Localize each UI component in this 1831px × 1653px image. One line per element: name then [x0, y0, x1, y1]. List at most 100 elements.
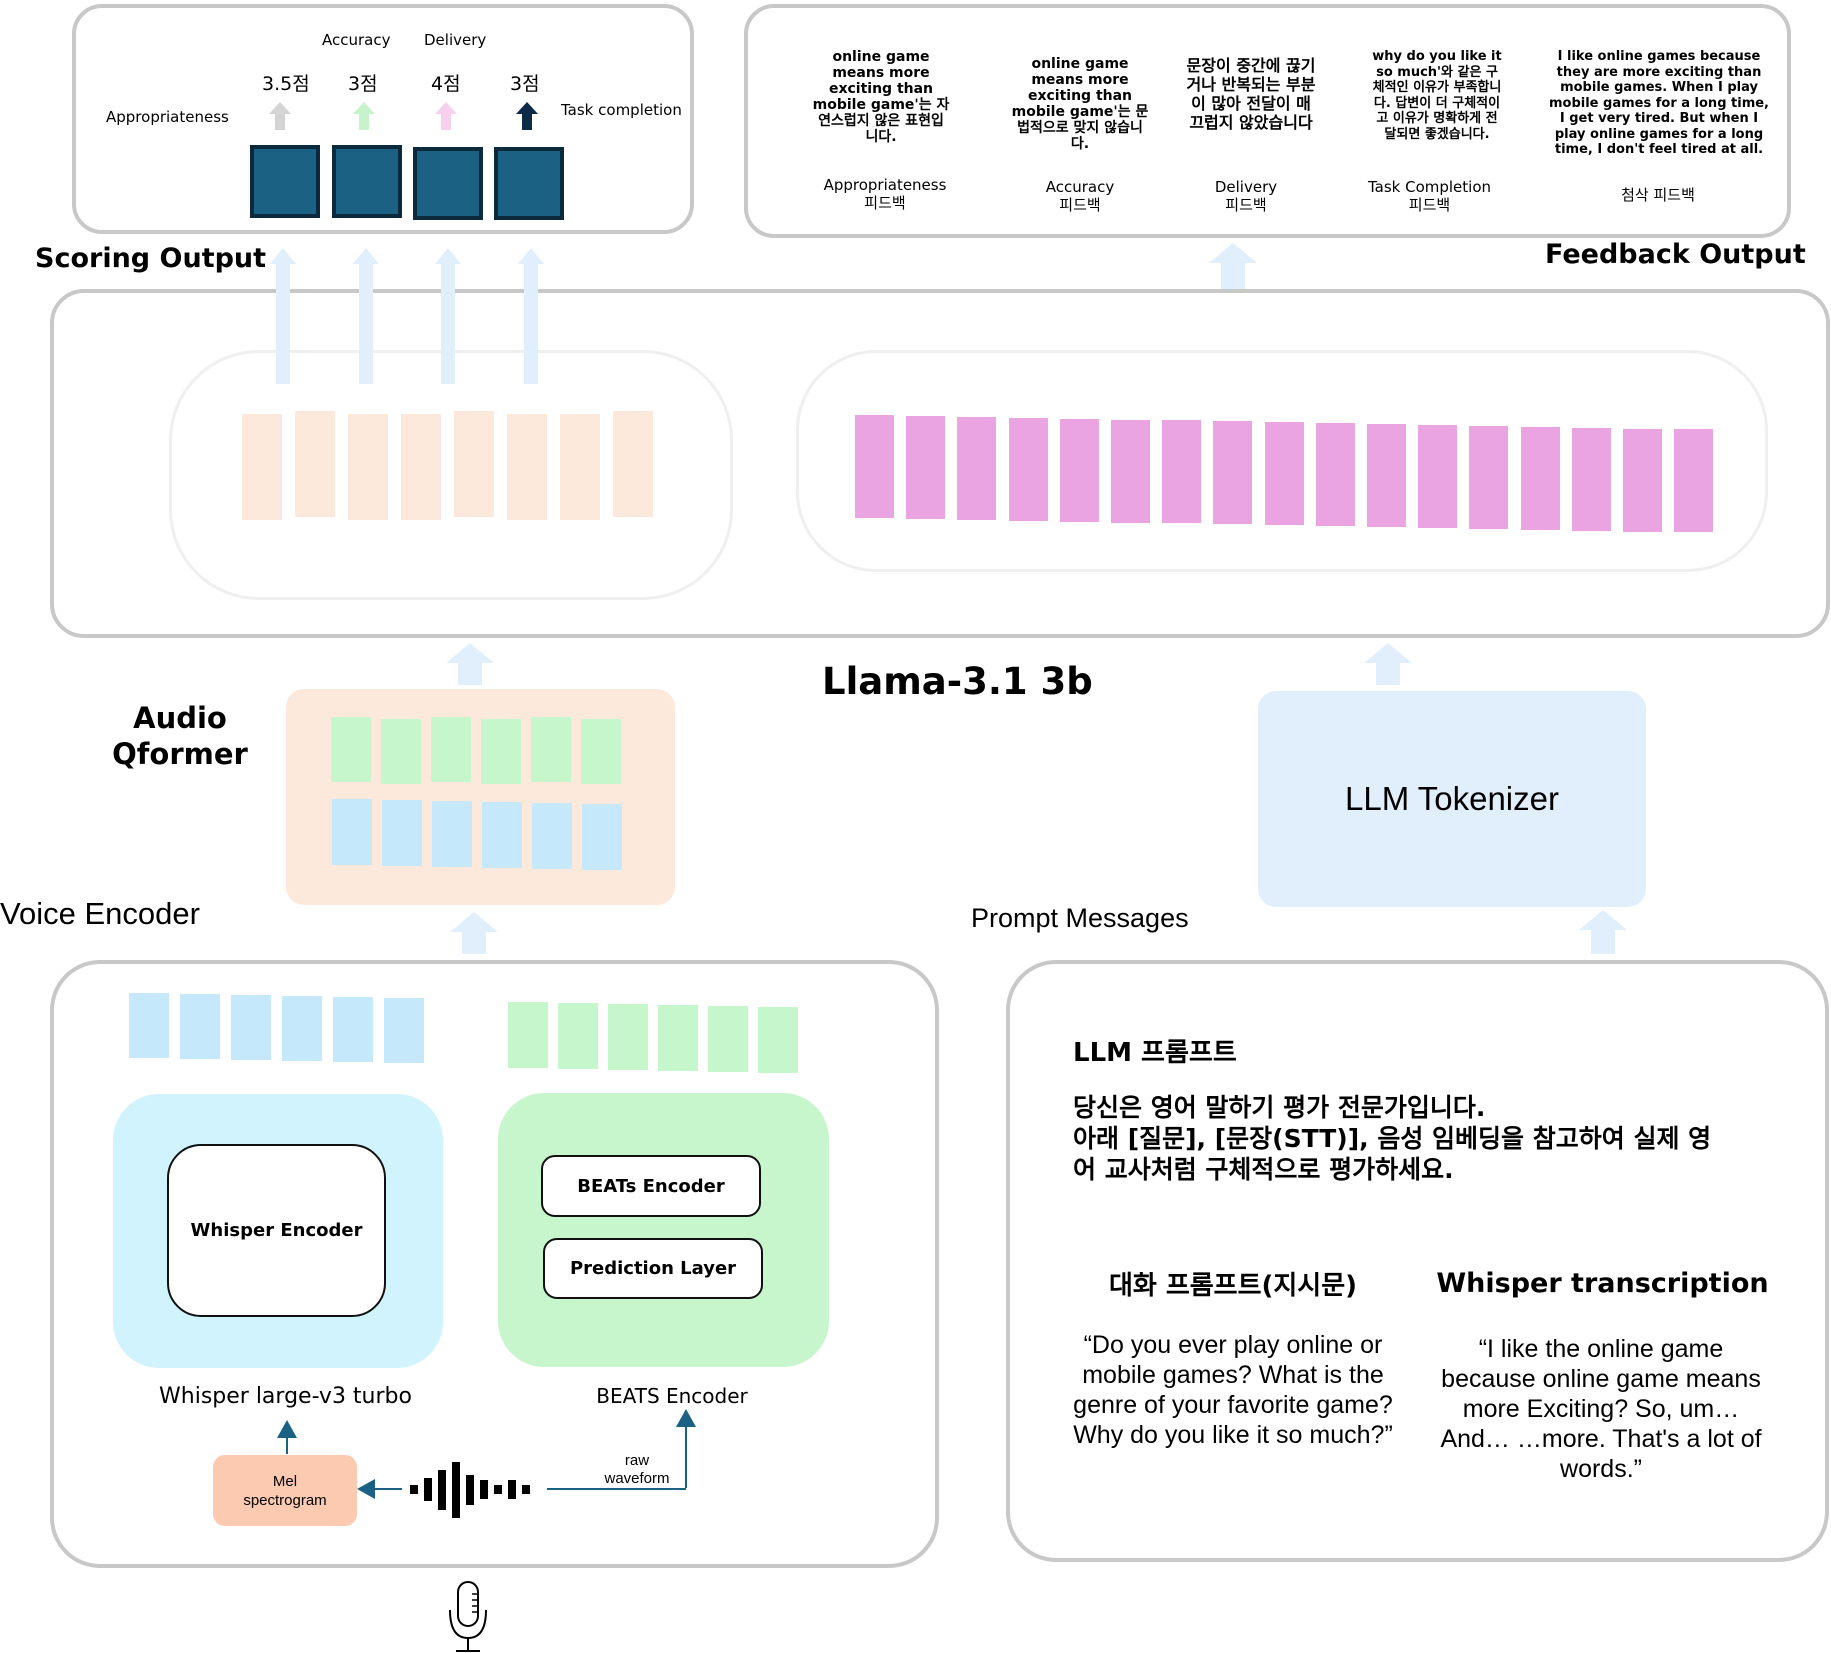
- prediction-layer-box: Prediction Layer: [543, 1238, 763, 1299]
- qformer-token-blue: [382, 800, 422, 866]
- whisper-token: [129, 993, 169, 1058]
- qformer-token-green: [431, 717, 471, 782]
- feedback-token: [855, 415, 894, 518]
- scoring-token: [613, 411, 653, 517]
- whisper-encoder-box: Whisper Encoder: [167, 1144, 386, 1317]
- score-box-delivery: [413, 147, 483, 220]
- feedback-token: [1367, 424, 1406, 527]
- raw-label-line2: waveform: [604, 1470, 670, 1487]
- waveform-icon: [410, 1462, 530, 1518]
- flow-arrow-up-icon: [1364, 643, 1412, 685]
- whisper-token: [282, 996, 322, 1061]
- voice-encoder-title: Voice Encoder: [0, 896, 200, 931]
- qformer-token-blue: [582, 804, 622, 870]
- mel-spectrogram-box: Mel spectrogram: [213, 1455, 357, 1526]
- qformer-token-green: [531, 717, 571, 782]
- qformer-token-green: [581, 719, 621, 784]
- whisper-transcription-text: “I like the online game because online g…: [1440, 1335, 1762, 1483]
- flow-arrow-up-icon: [518, 248, 544, 384]
- feedback-label-task-completion: Task Completion 피드백: [1357, 178, 1502, 214]
- raw-label-line1: raw: [624, 1452, 650, 1469]
- qformer-token-blue: [482, 802, 522, 868]
- feedback-token: [1674, 429, 1714, 532]
- feedback-token: [1162, 420, 1202, 523]
- feedback-label-ko: 피드백: [1408, 196, 1451, 214]
- qformer-token-blue: [332, 799, 372, 865]
- whisper-token: [180, 994, 220, 1059]
- score-label-appropriateness: Appropriateness: [106, 108, 229, 126]
- feedback-token: [1623, 429, 1662, 532]
- scoring-token: [454, 411, 494, 517]
- feedback-token: [1111, 420, 1150, 523]
- feedback-label-en: Task Completion: [1367, 178, 1492, 196]
- beats-encoder-box: BEATs Encoder: [541, 1155, 761, 1217]
- raw-waveform-label: raw waveform: [592, 1452, 682, 1488]
- beats-token: [508, 1002, 548, 1068]
- qformer-token-green: [481, 719, 521, 784]
- feedback-label-delivery: Delivery 피드백: [1196, 178, 1296, 214]
- feedback-token: [1418, 425, 1458, 528]
- prompt-messages-panel: [1006, 960, 1829, 1562]
- feedback-text-delivery: 문장이 중간에 끊기거나 반복되는 부분이 많아 전달이 매끄럽지 않았습니다: [1186, 56, 1316, 132]
- arrow-up-icon: [516, 102, 538, 130]
- qformer-token-blue: [532, 803, 572, 869]
- feedback-token: [1008, 418, 1048, 521]
- arrow-up-icon: [269, 102, 291, 130]
- score-value-delivery: 4점: [431, 73, 461, 95]
- feedback-token: [1571, 428, 1611, 531]
- scoring-token: [348, 414, 388, 520]
- arrow-left-icon: [357, 1479, 375, 1499]
- score-value-appropriateness: 3.5점: [262, 73, 310, 95]
- feedback-token: [1059, 419, 1099, 522]
- feedback-token: [906, 416, 946, 519]
- scoring-token: [242, 414, 282, 520]
- mel-label-line2: spectrogram: [243, 1491, 327, 1509]
- flow-arrow-up-icon: [446, 643, 494, 685]
- flow-arrow-up-icon: [1579, 910, 1627, 954]
- feedback-token: [957, 417, 997, 520]
- whisper-transcription-title: Whisper transcription: [1436, 1268, 1769, 1299]
- feedback-label-en: Appropriateness: [823, 176, 947, 194]
- llm-prompt-line: 당신은 영어 말하기 평가 전문가입니다.: [1073, 1093, 1486, 1122]
- feedback-token: [1469, 426, 1509, 529]
- scoring-output-title: Scoring Output: [35, 243, 267, 274]
- arrow-up-icon: [435, 102, 457, 130]
- flow-arrow-up-icon: [353, 248, 379, 384]
- whisper-caption: Whisper large-v3 turbo: [159, 1384, 412, 1409]
- beats-block: [498, 1093, 829, 1367]
- feedback-text-task-completion: why do you like it so much'와 같은 구체적인 이유가…: [1372, 49, 1502, 142]
- feedback-text-accuracy: online game means more exciting than mob…: [1011, 56, 1149, 152]
- scoring-token: [507, 414, 547, 520]
- audio-qformer-title-line2: Qformer: [112, 737, 248, 771]
- llm-prompt-line: 아래 [질문], [문장(STT)], 음성 임베딩을 참고하여 실제 영: [1073, 1124, 1712, 1153]
- score-label-delivery: Delivery: [424, 31, 487, 49]
- llm-prompt-title: LLM 프롬프트: [1073, 1038, 1237, 1068]
- score-value-accuracy: 3점: [348, 73, 378, 95]
- score-value-task-completion: 3점: [510, 73, 540, 95]
- beats-token: [708, 1006, 748, 1072]
- flow-arrow-up-icon: [450, 912, 498, 954]
- beats-token: [608, 1004, 648, 1070]
- score-label-task-completion: Task completion: [561, 101, 682, 119]
- dialog-prompt-text: “Do you ever play online or mobile games…: [1073, 1331, 1393, 1449]
- beats-token: [758, 1007, 798, 1073]
- dialog-prompt-title: 대화 프롬프트(지시문): [1108, 1271, 1358, 1301]
- llama-model-title: Llama-3.1 3b: [822, 660, 1093, 703]
- score-box-appropriateness: [250, 145, 320, 218]
- arrow-up-icon: [277, 1420, 297, 1438]
- llm-prompt-body: 당신은 영어 말하기 평가 전문가입니다. 아래 [질문], [문장(STT)]…: [1073, 1092, 1711, 1185]
- flow-arrow-up-icon: [435, 248, 461, 384]
- qformer-token-green: [381, 719, 421, 784]
- llm-prompt-line: 어 교사처럼 구체적으로 평가하세요.: [1073, 1155, 1454, 1184]
- feedback-text-correction: I like online games because they are mor…: [1548, 49, 1769, 157]
- feedback-token: [1520, 427, 1560, 530]
- beats-encoder-label: BEATs Encoder: [577, 1175, 725, 1197]
- prediction-layer-label: Prediction Layer: [569, 1258, 737, 1279]
- feedback-output-panel: [744, 4, 1791, 238]
- whisper-encoder-label: Whisper Encoder: [190, 1220, 363, 1241]
- whisper-token: [231, 995, 271, 1060]
- arrow-up-icon: [353, 102, 375, 130]
- beats-token: [558, 1003, 598, 1069]
- feedback-label-ko: 피드백: [1059, 196, 1101, 214]
- feedback-token: [1213, 421, 1253, 524]
